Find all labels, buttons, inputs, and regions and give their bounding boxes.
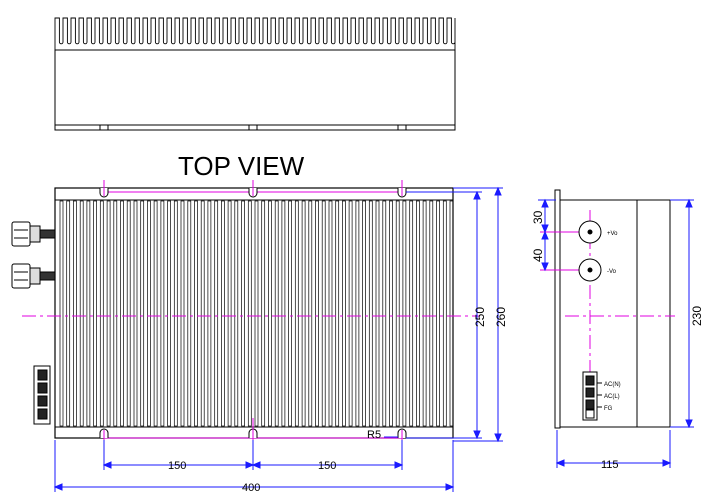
heatsink-fin bbox=[59, 200, 64, 427]
heatsink-fin bbox=[416, 200, 420, 427]
heatsink-fin bbox=[422, 200, 427, 427]
dim-side-height: 230 bbox=[690, 306, 702, 326]
heatsink-fin bbox=[93, 200, 97, 427]
terminal-positive-label: +Vo bbox=[607, 231, 618, 237]
heatsink-fin bbox=[308, 200, 313, 427]
heatsink-fin bbox=[113, 200, 118, 427]
heatsink-fin bbox=[254, 200, 259, 427]
heatsink-fin bbox=[389, 200, 393, 427]
top-view-body bbox=[54, 187, 454, 439]
dim-overall-height: 260 bbox=[494, 307, 508, 327]
heatsink-fin bbox=[214, 200, 219, 427]
top-view: 150 150 400 R5 250 260 bbox=[11, 180, 508, 494]
heatsink-fin bbox=[288, 200, 292, 427]
output-terminal-top bbox=[11, 221, 56, 247]
connector-label-fg: FG bbox=[604, 406, 613, 412]
dim-side-depth: 115 bbox=[601, 459, 619, 471]
output-stud-negative bbox=[578, 258, 602, 282]
dim-terminal-spacing: 40 bbox=[531, 248, 545, 262]
heatsink-fin bbox=[221, 200, 225, 427]
front-view-body bbox=[54, 49, 456, 131]
side-view-flange bbox=[554, 189, 561, 429]
heatsink-fin bbox=[120, 200, 124, 427]
heatsink-fin bbox=[368, 200, 373, 427]
heatsink-fin bbox=[187, 200, 192, 427]
side-input-connector bbox=[582, 371, 602, 421]
side-view: +Vo -Vo AC(N) AC(L) FG bbox=[531, 189, 702, 471]
input-connector-block bbox=[33, 365, 51, 425]
heatsink-fin bbox=[140, 200, 145, 427]
heatsink-fin bbox=[99, 200, 104, 427]
heatsink-fin bbox=[66, 200, 71, 427]
heatsink-fin bbox=[315, 200, 319, 427]
heatsink-fin bbox=[79, 200, 84, 427]
hole-center-marks bbox=[103, 180, 403, 446]
heatsink-fin bbox=[147, 200, 151, 427]
radius-label: R5 bbox=[367, 429, 381, 441]
heatsink-fin bbox=[160, 200, 165, 427]
output-terminal-bottom bbox=[11, 263, 56, 289]
heatsink-fin bbox=[342, 200, 346, 427]
heatsink-fin bbox=[442, 200, 447, 427]
terminal-negative-label: -Vo bbox=[607, 269, 617, 275]
heatsink-fin bbox=[395, 200, 400, 427]
heatsink-fin bbox=[382, 200, 387, 427]
heatsink-fin bbox=[281, 200, 286, 427]
dim-overall-width: 400 bbox=[242, 482, 260, 494]
view-title: TOP VIEW bbox=[178, 151, 305, 181]
heatsink-fin bbox=[207, 200, 212, 427]
heatsink-fin bbox=[106, 200, 111, 427]
heatsink-fin bbox=[167, 200, 171, 427]
dim-hole-height: 250 bbox=[473, 307, 487, 327]
heatsink-fin bbox=[348, 200, 353, 427]
heatsink-fins bbox=[59, 200, 454, 427]
heatsink-fin bbox=[173, 200, 178, 427]
top-view-dimensions bbox=[53, 186, 503, 492]
heatsink-fin bbox=[328, 200, 333, 427]
connector-label-ac-l: AC(L) bbox=[604, 394, 620, 400]
heatsink-fin bbox=[449, 200, 454, 427]
heatsink-fin bbox=[234, 200, 239, 427]
heatsink-fin bbox=[429, 200, 434, 427]
output-stud-positive bbox=[578, 220, 602, 244]
heatsink-fin bbox=[301, 200, 306, 427]
heatsink-fin bbox=[335, 200, 340, 427]
heatsink-fin bbox=[375, 200, 380, 427]
heatsink-fin bbox=[247, 200, 252, 427]
heatsink-fin bbox=[194, 200, 198, 427]
side-view-dimensions bbox=[538, 198, 694, 468]
heatsink-fin bbox=[200, 200, 205, 427]
dim-terminal-top: 30 bbox=[531, 210, 545, 224]
heatsink-fin bbox=[180, 200, 185, 427]
heatsink-fin bbox=[153, 200, 158, 427]
heatsink-fin bbox=[133, 200, 138, 427]
heatsink-fin bbox=[321, 200, 326, 427]
heatsink-fin bbox=[274, 200, 279, 427]
side-view-body bbox=[559, 199, 671, 428]
heatsink-fin bbox=[73, 200, 77, 427]
dim-hole-spacing-left: 150 bbox=[168, 460, 186, 472]
heatsink-fin bbox=[402, 200, 407, 427]
heatsink-fin bbox=[362, 200, 366, 427]
heatsink-fin-profile bbox=[54, 17, 456, 50]
heatsink-fin bbox=[268, 200, 272, 427]
heatsink-fin bbox=[409, 200, 414, 427]
mounting-holes bbox=[99, 188, 407, 438]
dim-hole-spacing-right: 150 bbox=[318, 460, 336, 472]
heatsink-fin bbox=[436, 200, 440, 427]
heatsink-fin bbox=[355, 200, 360, 427]
heatsink-fin bbox=[241, 200, 245, 427]
heatsink-fin bbox=[227, 200, 232, 427]
heatsink-fin bbox=[261, 200, 266, 427]
heatsink-fin bbox=[126, 200, 131, 427]
heatsink-fin bbox=[86, 200, 91, 427]
connector-label-ac-n: AC(N) bbox=[604, 382, 621, 388]
front-view bbox=[54, 17, 456, 131]
heatsink-fin bbox=[294, 200, 299, 427]
